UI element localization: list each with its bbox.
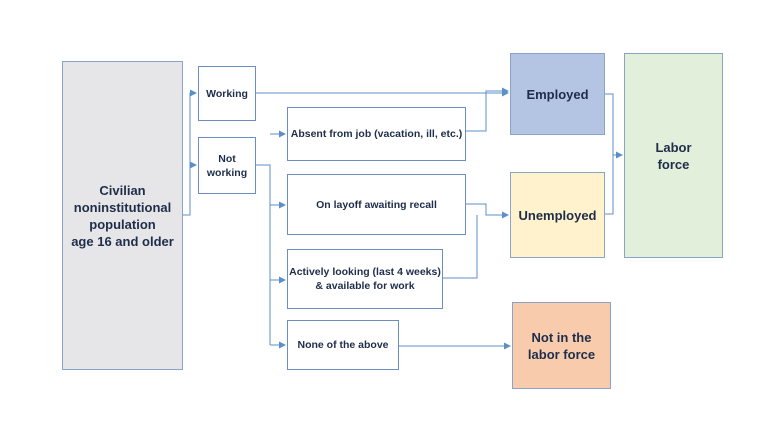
labor-force-label-1: Labor (655, 139, 692, 155)
layoff-box: On layoff awaiting recall (287, 174, 466, 235)
population-label-3: population (89, 216, 156, 232)
none-of-above-box: None of the above (287, 320, 399, 370)
working-box: Working (198, 66, 256, 121)
connector-absent-employed (466, 87, 509, 132)
none-of-above-label: None of the above (297, 339, 389, 351)
not-working-box: Not working (198, 137, 256, 194)
actively-looking-box: Actively looking (last 4 weeks) & availa… (287, 249, 443, 309)
population-label-2: noninstitutional (73, 199, 172, 215)
connector-layoff-unemployed (466, 203, 509, 219)
absent-label: Absent from job (vacation, ill, etc.) (290, 128, 463, 140)
actively-looking-label-1: Actively looking (last 4 weeks) (289, 266, 441, 278)
unemployed-label: Unemployed (518, 207, 597, 223)
not-in-labor-force-label-2: labor force (527, 346, 596, 362)
employed-box: Employed (510, 53, 605, 135)
not-working-label-2: working (206, 166, 248, 179)
not-in-labor-force-box: Not in the labor force (512, 302, 611, 389)
not-in-labor-force-label-1: Not in the (531, 329, 592, 345)
absent-box: Absent from job (vacation, ill, etc.) (287, 107, 466, 161)
layoff-label: On layoff awaiting recall (316, 198, 437, 211)
working-label: Working (206, 87, 248, 100)
not-working-label-1: Not (218, 152, 236, 165)
connector-pop-working (183, 89, 197, 216)
connector-emp-lf (605, 93, 614, 215)
population-label-1: Civilian (99, 182, 146, 198)
labor-force-box: Labor force (624, 53, 723, 258)
unemployed-box: Unemployed (510, 172, 605, 258)
actively-looking-label-2: & available for work (315, 280, 415, 292)
connector-notworking-branches (256, 164, 271, 345)
labor-force-label-2: force (657, 156, 690, 172)
population-box: Civilian noninstitutional population age… (62, 61, 183, 370)
connector-active-unemployed (443, 215, 478, 279)
employed-label: Employed (526, 86, 589, 102)
population-label-4: age 16 and older (71, 233, 174, 249)
